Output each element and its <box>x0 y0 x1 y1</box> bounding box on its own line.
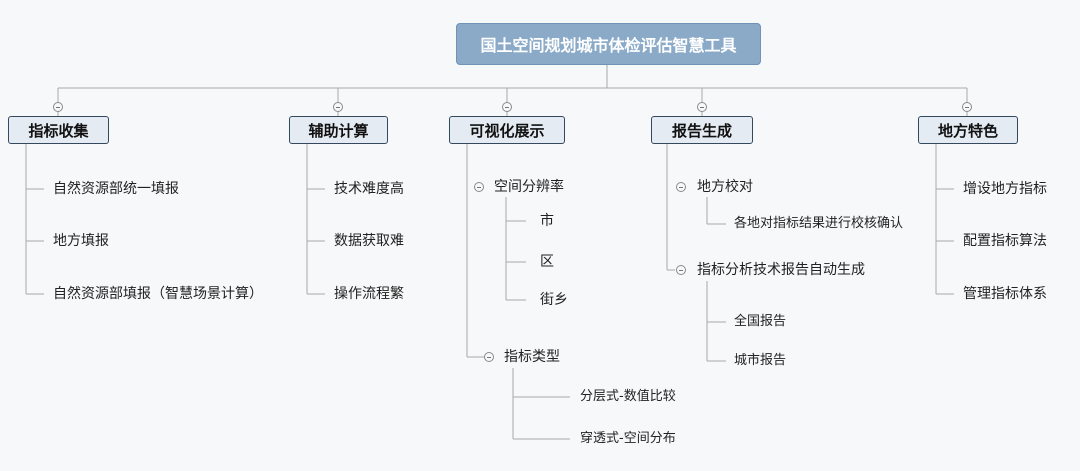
leaf-node[interactable]: 配置指标算法 <box>963 233 1047 249</box>
leaf-node[interactable]: 地方填报 <box>53 233 109 249</box>
leaf-node[interactable]: 分层式-数值比较 <box>580 389 676 404</box>
leaf-node[interactable]: 数据获取难 <box>334 233 404 249</box>
collapse-toggle-icon[interactable] <box>676 265 686 275</box>
collapse-toggle-icon[interactable] <box>474 182 484 192</box>
leaf-node[interactable]: 操作流程繁 <box>334 286 404 302</box>
leaf-node[interactable]: 自然资源部填报（智慧场景计算） <box>53 286 263 302</box>
collapse-toggle-icon[interactable] <box>676 182 686 192</box>
collapse-toggle-icon[interactable] <box>502 102 512 112</box>
category-node-indicator-collection[interactable]: 指标收集 <box>8 116 109 144</box>
leaf-node[interactable]: 街乡 <box>540 292 568 308</box>
leaf-node[interactable]: 增设地方指标 <box>963 181 1047 197</box>
leaf-node[interactable]: 技术难度高 <box>334 181 404 197</box>
subgroup-node[interactable]: 指标类型 <box>504 349 560 365</box>
leaf-node[interactable]: 管理指标体系 <box>963 286 1047 302</box>
category-node-visualization[interactable]: 可视化展示 <box>449 116 565 144</box>
collapse-toggle-icon[interactable] <box>697 102 707 112</box>
leaf-node[interactable]: 自然资源部统一填报 <box>53 181 179 197</box>
collapse-toggle-icon[interactable] <box>333 102 343 112</box>
subgroup-node[interactable]: 指标分析技术报告自动生成 <box>697 262 865 278</box>
leaf-node[interactable]: 穿透式-空间分布 <box>580 431 676 446</box>
category-node-local-features[interactable]: 地方特色 <box>918 116 1018 144</box>
leaf-node[interactable]: 城市报告 <box>734 353 787 368</box>
collapse-toggle-icon[interactable] <box>962 102 972 112</box>
root-node[interactable]: 国土空间规划城市体检评估智慧工具 <box>456 23 761 65</box>
leaf-node[interactable]: 全国报告 <box>734 314 787 329</box>
leaf-node[interactable]: 各地对指标结果进行校核确认 <box>734 216 904 231</box>
category-node-assisted-calculation[interactable]: 辅助计算 <box>289 116 388 144</box>
subgroup-node[interactable]: 地方校对 <box>697 179 753 195</box>
subgroup-node[interactable]: 空间分辨率 <box>494 179 564 195</box>
collapse-toggle-icon[interactable] <box>484 352 494 362</box>
leaf-node[interactable]: 区 <box>540 254 554 270</box>
category-node-report-generation[interactable]: 报告生成 <box>651 116 753 144</box>
collapse-toggle-icon[interactable] <box>53 102 63 112</box>
leaf-node[interactable]: 市 <box>540 213 554 229</box>
